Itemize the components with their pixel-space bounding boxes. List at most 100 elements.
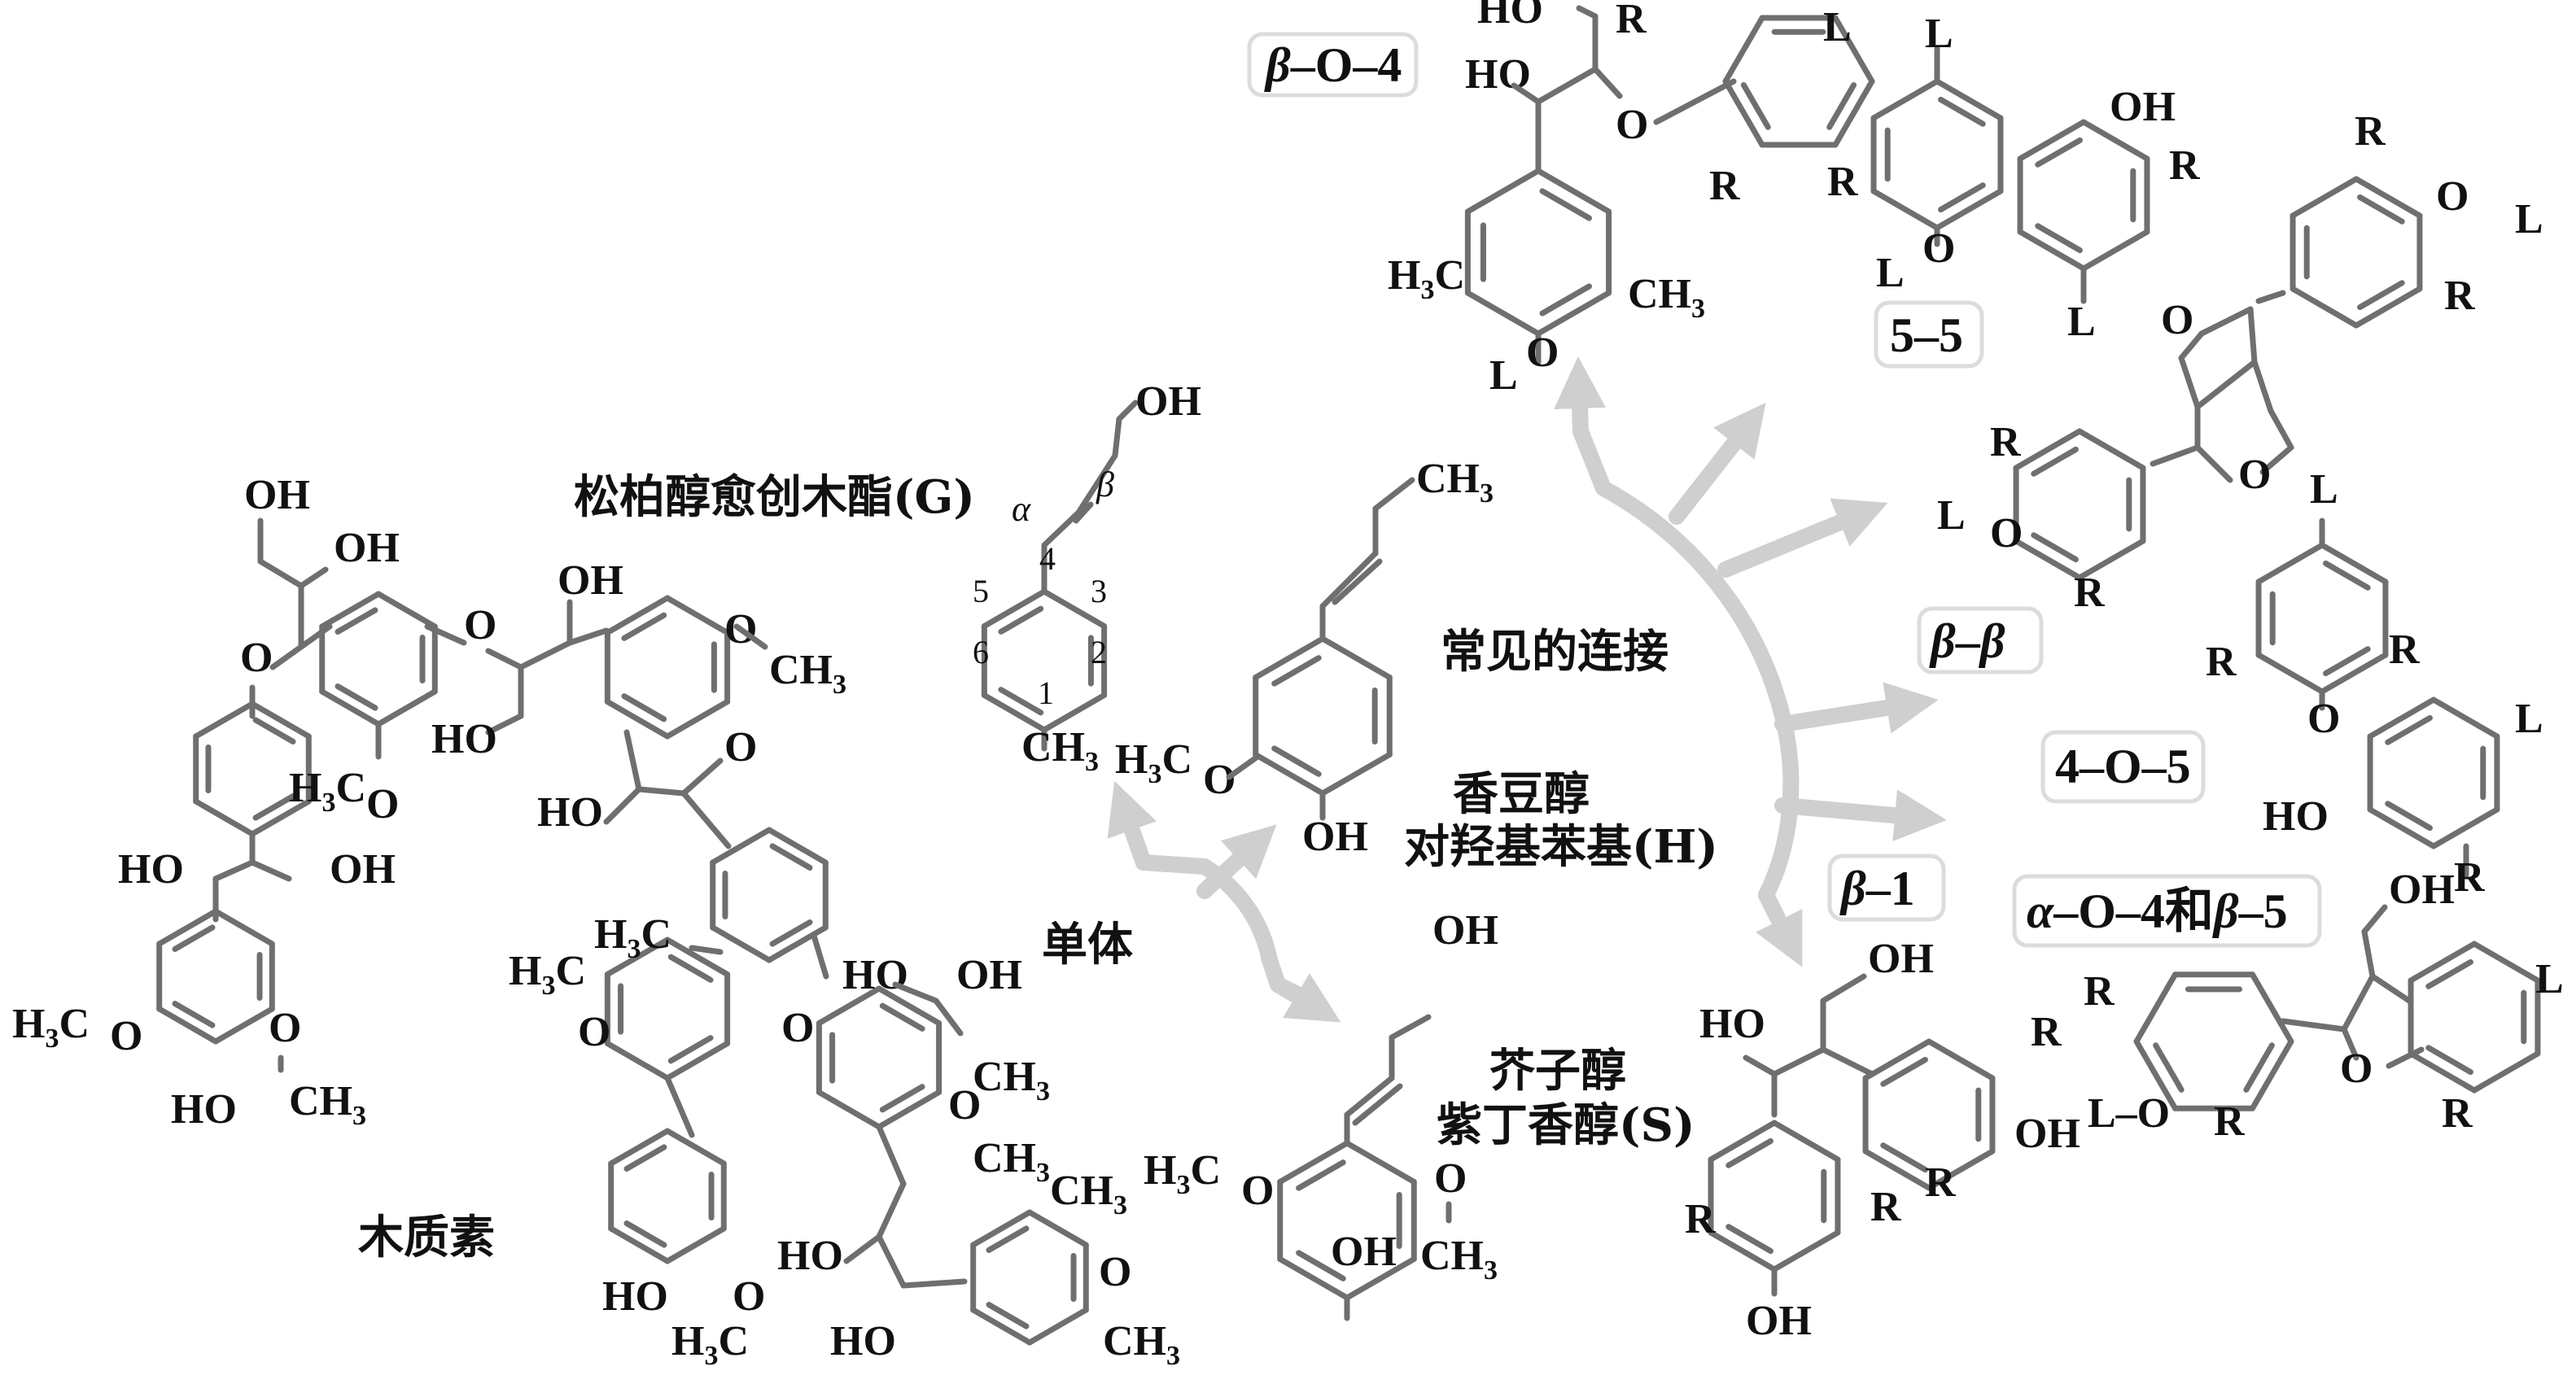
- bond: [269, 644, 304, 670]
- bond: [212, 908, 275, 947]
- common-linkages-label: 常见的连接: [1441, 625, 1668, 679]
- bond: [1112, 416, 1122, 459]
- bond: [604, 1041, 671, 1081]
- hydroxyl-label: HO: [1477, 0, 1543, 33]
- bond: [2341, 1026, 2360, 1061]
- hydroxyl-label: OH: [2110, 84, 2176, 130]
- r-group-label: R: [2206, 639, 2237, 685]
- bond: [636, 786, 687, 797]
- bond: [2255, 290, 2286, 304]
- bond: [1535, 66, 1599, 105]
- arrow-to-b-1: [1756, 887, 1803, 967]
- ether-oxygen-label: O: [733, 1273, 765, 1320]
- bond: [2076, 428, 2146, 471]
- hydroxyl-label: OH: [334, 525, 400, 571]
- bond: [1740, 82, 1771, 130]
- bond: [2367, 806, 2437, 849]
- bond: [2319, 652, 2389, 695]
- bond: [249, 701, 312, 740]
- coniferyl-name: 松柏醇愈创木酯(G): [574, 470, 975, 524]
- lignin-l-label: L: [2515, 196, 2543, 242]
- lignin-l-label: L: [2515, 696, 2543, 742]
- arrow-trunk: [1595, 480, 1800, 903]
- bond: [2361, 928, 2376, 980]
- hydroxyl-label: HO: [118, 846, 184, 893]
- r-group-label: R: [1827, 159, 1859, 205]
- bond: [1041, 509, 1082, 548]
- r-group-label: R: [2389, 627, 2421, 673]
- beta-label: β: [1096, 465, 1114, 504]
- bond: [2353, 286, 2423, 329]
- bond: [604, 595, 671, 635]
- lignin-label: 木质素: [358, 1211, 495, 1264]
- bond: [2268, 408, 2294, 451]
- ether-oxygen-label: O: [2436, 173, 2469, 220]
- bond: [1708, 1229, 1778, 1273]
- bond: [298, 566, 329, 589]
- bond: [2280, 1018, 2347, 1033]
- bond: [621, 693, 667, 723]
- bond: [2035, 223, 2083, 254]
- bond: [1870, 188, 1940, 231]
- methyl-label: H3C: [1144, 1147, 1221, 1200]
- bond: [319, 688, 382, 727]
- bond: [2017, 119, 2087, 162]
- arrow-to-a-o-4: [1774, 789, 1947, 842]
- linkage-label-b-o-4: β–O–4: [1247, 32, 1419, 98]
- hydroxyl-label: OH: [2014, 1111, 2080, 1157]
- bond: [1253, 635, 1326, 680]
- bond: [986, 1302, 1030, 1329]
- bond: [298, 623, 333, 650]
- monomer-arrow-up-left-base: [1135, 854, 1213, 875]
- numbering-6: 6: [973, 634, 989, 670]
- lignin-l-label: L: [2535, 956, 2564, 1002]
- bond: [1075, 452, 1118, 516]
- hydroxyl-label: OH: [330, 846, 396, 893]
- bond: [2425, 1045, 2473, 1076]
- bond: [1722, 78, 1765, 148]
- bond: [1708, 1120, 1778, 1163]
- bond: [485, 713, 524, 736]
- bond: [981, 588, 1047, 629]
- bond: [2013, 538, 2083, 581]
- bond: [1870, 78, 1940, 121]
- bond: [2153, 1042, 2185, 1093]
- hydroxyl-label: HO: [537, 789, 603, 836]
- bond: [664, 1041, 731, 1081]
- bond: [1026, 1209, 1089, 1248]
- lignin-l-label: L: [1489, 352, 1518, 399]
- bond: [680, 757, 724, 797]
- alpha-label: α: [1012, 489, 1031, 529]
- bond: [1832, 15, 1875, 85]
- bond: [1319, 635, 1393, 680]
- bond: [1041, 692, 1108, 733]
- hydroxyl-label: OH: [1746, 1298, 1812, 1344]
- hydroxyl-label: OH: [1302, 814, 1368, 860]
- bond: [998, 687, 1044, 716]
- bond: [249, 798, 312, 837]
- svg-text:α–O–4和β–5: α–O–4和β–5: [2027, 884, 2288, 938]
- bond: [212, 859, 256, 882]
- bond: [2178, 330, 2205, 361]
- hydroxyl-label: OH: [244, 472, 310, 518]
- methyl-label: CH3: [1416, 456, 1494, 509]
- bond: [2385, 714, 2433, 745]
- bond: [2247, 306, 2258, 365]
- bond: [667, 1035, 714, 1064]
- bond: [2353, 176, 2423, 219]
- hydroxyl-label: HO: [842, 952, 908, 998]
- hydroxyl-label: OH: [558, 557, 623, 604]
- bond: [2408, 941, 2478, 984]
- linkage-arrows: [1107, 356, 1947, 1023]
- bond: [1722, 15, 1765, 85]
- r-group-label: R: [2084, 968, 2115, 1015]
- bond: [335, 607, 378, 635]
- methyl-label: H3C: [289, 765, 366, 818]
- bond: [2017, 229, 2087, 272]
- bond: [816, 1089, 882, 1130]
- ether-oxygen-label: O: [1203, 757, 1236, 803]
- bond: [2369, 973, 2412, 1004]
- numbering-3: 3: [1091, 573, 1107, 609]
- hydroxyl-label: HO: [171, 1086, 237, 1133]
- bond: [664, 1128, 727, 1167]
